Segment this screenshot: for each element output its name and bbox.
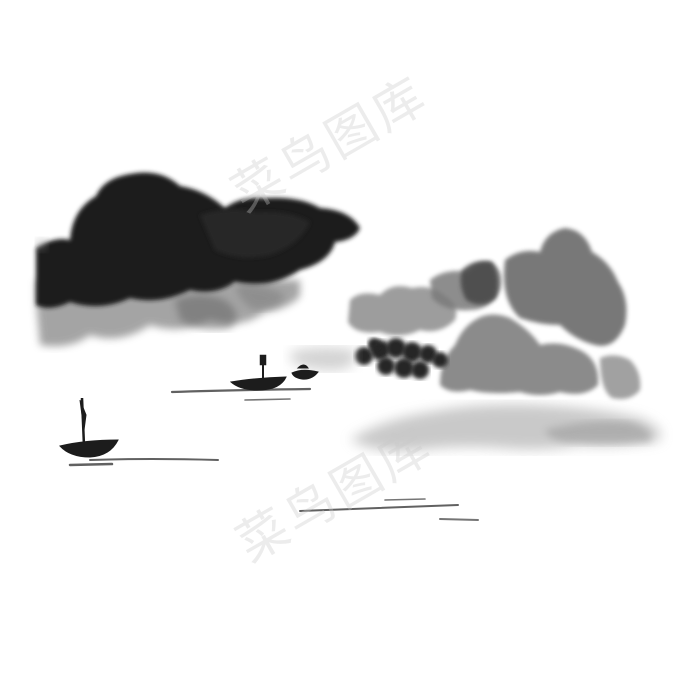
sailboat-left [59, 397, 119, 458]
small-boat [291, 364, 319, 380]
water-strokes [68, 387, 479, 521]
mist-wash [290, 347, 356, 371]
dark-cloud-mass [36, 172, 360, 347]
rock-cluster [348, 228, 641, 399]
tree-clump [355, 338, 448, 379]
left-edge-wash [36, 238, 48, 252]
sandbar [350, 404, 661, 452]
sailboat-middle [229, 354, 287, 391]
